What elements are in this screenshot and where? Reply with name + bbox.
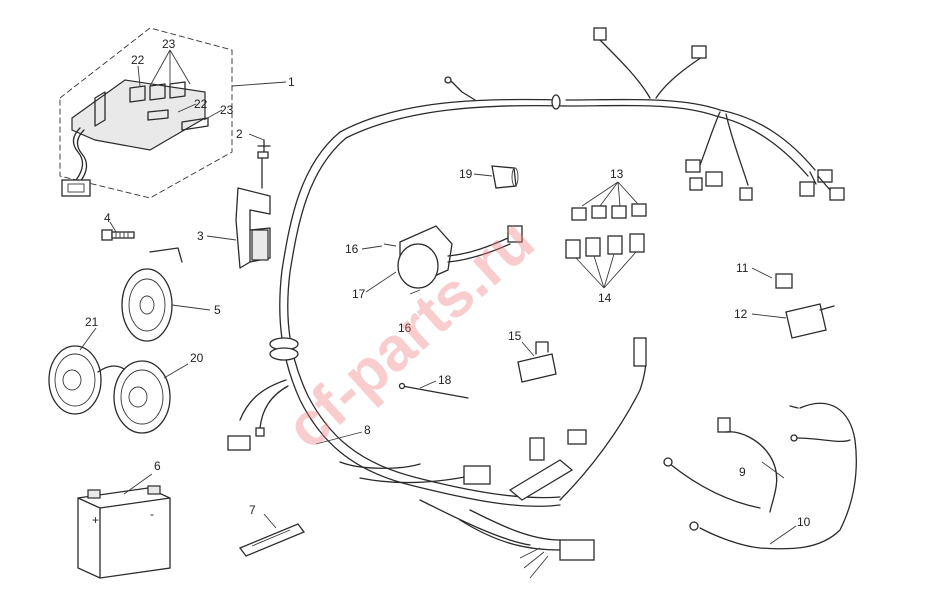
callout-21: 21 (85, 315, 99, 329)
callout-22-bottom: 22 (194, 97, 208, 111)
main-harness-part (227, 27, 845, 579)
fuse-part (238, 523, 306, 557)
callout-6: 6 (154, 459, 161, 473)
relay-block-part (565, 203, 647, 259)
callout-15: 15 (508, 329, 522, 343)
callout-16-top: 16 (345, 242, 359, 256)
callout-5: 5 (214, 303, 221, 317)
callout-7: 7 (249, 503, 256, 517)
battery-cables-part (663, 402, 857, 550)
callout-18: 18 (438, 373, 452, 387)
horn-part (121, 247, 183, 342)
callout-23-bottom: 23 (220, 103, 234, 117)
callout-19: 19 (459, 167, 473, 181)
callout-3: 3 (197, 229, 204, 243)
battery-plus-mark: + (92, 513, 99, 527)
cable-tie-part (398, 382, 469, 399)
callout-12: 12 (734, 307, 748, 321)
callout-20: 20 (190, 351, 204, 365)
callout-8: 8 (364, 423, 371, 437)
callout-10: 10 (797, 515, 811, 529)
callout-4: 4 (104, 211, 111, 225)
buzzer-part (383, 225, 523, 295)
rubber-cap-part (491, 165, 519, 189)
callout-17: 17 (352, 287, 366, 301)
leader-lines (79, 49, 797, 545)
dual-horn-part (48, 345, 171, 434)
callout-2: 2 (236, 127, 243, 141)
fuse-box-part (59, 27, 233, 199)
callout-16-bottom: 16 (398, 321, 412, 335)
callout-14: 14 (598, 291, 612, 305)
callout-22-top: 22 (131, 53, 145, 67)
battery-part: + - (77, 485, 171, 579)
callout-23-top: 23 (162, 37, 176, 51)
flasher-part (517, 341, 557, 383)
callout-13: 13 (610, 167, 624, 181)
callout-9: 9 (739, 465, 746, 479)
bolt-part (101, 229, 135, 241)
callout-1: 1 (288, 75, 295, 89)
callout-11: 11 (736, 261, 749, 275)
relay-part (775, 273, 835, 339)
callout-labels: 1 2 3 4 5 6 7 8 9 10 11 12 13 14 15 16 1… (85, 37, 811, 529)
bracket-part (235, 139, 271, 269)
battery-minus-mark: - (150, 507, 154, 521)
